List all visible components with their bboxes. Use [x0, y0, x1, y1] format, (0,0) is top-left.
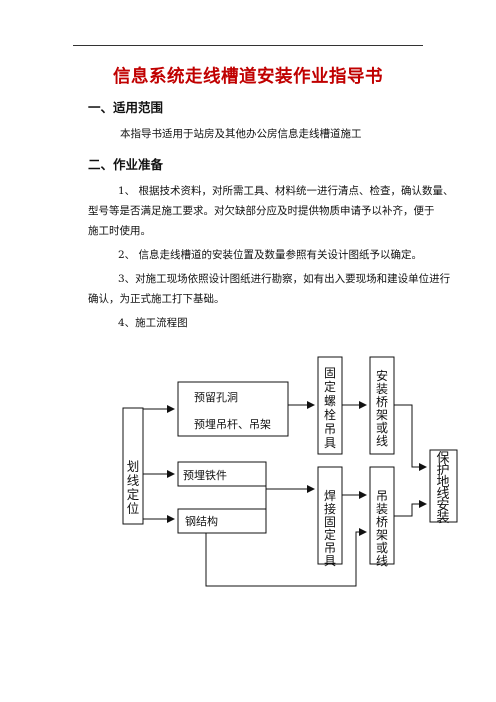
label-hang-bridge-char: 架 [376, 528, 388, 542]
label-embed-hangers: 预埋吊杆、吊架 [194, 417, 271, 431]
label-protect-ground-char: 保 [436, 451, 449, 466]
label-steel-structure: 钢结构 [185, 514, 218, 528]
prep-item-3-line-2: 确认，为正式施工打下基础。 [88, 293, 225, 305]
section-heading-scope: 一、适用范围 [88, 100, 164, 115]
section-heading-preparation: 二、作业准备 [88, 157, 164, 172]
label-weld-fix-hanger-char: 吊 [324, 541, 336, 555]
header-rule [73, 45, 423, 46]
connector-steel-to-hang [205, 528, 367, 587]
label-fix-bolt-hanger-char: 定 [324, 379, 336, 394]
label-reserve-holes: 预留孔洞 [194, 391, 238, 404]
label-layout-positioning-char: 定 [127, 487, 140, 502]
document-title: 信息系统走线槽道安装作业指导书 [113, 67, 383, 87]
prep-item-2: 2、 信息走线槽道的安装位置及数量参照有关设计图纸予以确定。 [118, 249, 423, 261]
label-install-bridge-char: 架 [376, 408, 388, 422]
prep-item-1-line-3: 施工时使用。 [88, 225, 151, 237]
label-layout-positioning-char: 划 [127, 459, 140, 474]
label-protect-ground-char: 装 [436, 511, 449, 526]
label-weld-fix-hanger-char: 固 [324, 515, 336, 529]
prep-item-4: 4、施工流程图 [118, 317, 188, 329]
connector-hang-to-protect [394, 500, 427, 517]
label-fix-bolt-hanger-char: 螺 [324, 394, 336, 408]
label-hang-bridge-char: 或 [376, 541, 388, 555]
scope-text: 本指导书适用于站房及其他办公房信息走线槽道施工 [120, 128, 362, 140]
label-weld-fix-hanger-char: 定 [324, 527, 336, 542]
label-protect-ground-char: 安 [436, 499, 449, 514]
prep-item-1-line-2: 型号等是否满足施工要求。对欠缺部分应及时提供物质申请予以补齐，便于 [88, 205, 435, 217]
label-weld-fix-hanger-char: 焊 [324, 488, 336, 503]
label-protect-ground-char: 地 [436, 475, 449, 490]
label-fix-bolt-hanger-char: 固 [324, 366, 336, 380]
label-layout-positioning-char: 位 [127, 501, 140, 516]
label-layout-positioning-char: 线 [127, 473, 140, 488]
label-hang-bridge-char: 吊 [376, 489, 388, 503]
prep-item-3-line-1: 3、对施工现场依照设计图纸进行勘察，如有出入要现场和建设单位进行 [118, 273, 451, 285]
label-weld-fix-hanger-char: 接 [324, 501, 336, 516]
label-protect-ground-char: 护 [436, 463, 449, 478]
label-embed-iron: 预埋铁件 [183, 469, 227, 482]
label-install-bridge-char: 线 [376, 434, 388, 448]
prep-item-1-line-1: 1、 根据技术资料，对所需工具、材料统一进行清点、检查，确认数量、 [118, 185, 454, 197]
connector-install-to-protect [394, 404, 427, 471]
box-steel-structure [177, 508, 267, 534]
label-install-bridge-char: 装 [376, 382, 388, 396]
box-layout-positioning [122, 407, 144, 525]
box-protect-ground [429, 449, 458, 523]
box-reserve-embed [177, 381, 289, 437]
label-install-bridge-char: 或 [376, 421, 388, 435]
label-fix-bolt-hanger-char: 具 [324, 436, 336, 450]
label-install-bridge-char: 桥 [376, 395, 388, 409]
label-fix-bolt-hanger-char: 吊 [324, 422, 336, 436]
label-weld-fix-hanger-char: 具 [324, 554, 336, 568]
label-install-bridge-char: 安 [376, 368, 388, 383]
label-hang-bridge-char: 桥 [376, 515, 388, 529]
label-fix-bolt-hanger-char: 栓 [324, 407, 336, 422]
label-hang-bridge-char: 线 [376, 554, 388, 568]
box-weld-fix-hanger [317, 466, 343, 565]
label-hang-bridge-char: 装 [376, 502, 388, 516]
label-protect-ground-char: 线 [436, 487, 449, 502]
